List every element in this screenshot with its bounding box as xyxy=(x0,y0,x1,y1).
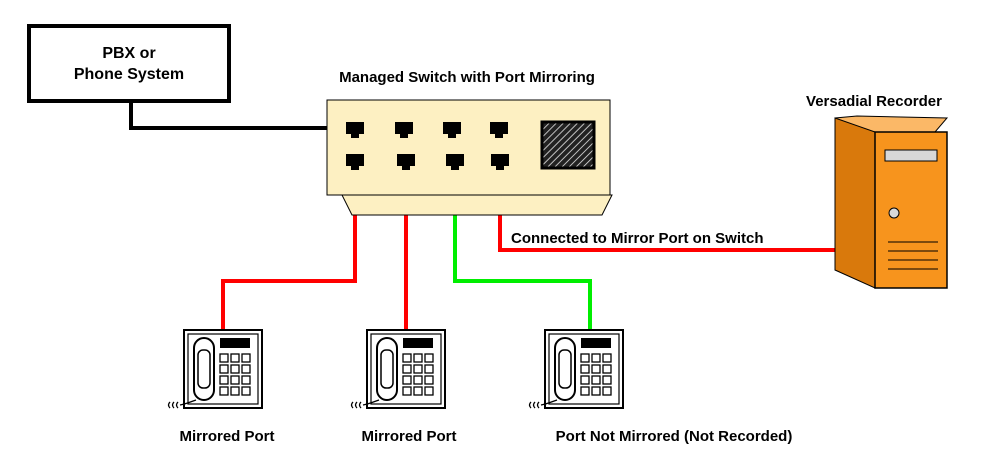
switch-uplink-module xyxy=(540,120,596,170)
phone-1: Mirrored Port xyxy=(167,329,275,445)
mirror-link-label: Connected to Mirror Port on Switch xyxy=(511,230,764,247)
pbx-cable xyxy=(129,100,355,130)
phone-1-label: Mirrored Port xyxy=(179,428,274,445)
phone-icon xyxy=(350,329,446,409)
recorder-drive-bay xyxy=(884,149,938,162)
pbx-label-line2: Phone System xyxy=(74,66,184,83)
pbx-label-line1: PBX or xyxy=(102,45,155,62)
recorder-side xyxy=(834,117,876,289)
recorder-vents xyxy=(888,241,938,270)
switch-title: Managed Switch with Port Mirroring xyxy=(339,69,595,86)
recorder-title: Versadial Recorder xyxy=(806,93,942,110)
phone-3: Port Not Mirrored (Not Recorded) xyxy=(528,329,793,445)
phone-1-cable xyxy=(221,168,357,330)
phone-3-cable xyxy=(453,168,592,330)
versadial-recorder: Versadial Recorder xyxy=(806,93,949,289)
pbx-box: PBX or Phone System xyxy=(27,24,231,103)
phone-3-label: Port Not Mirrored (Not Recorded) xyxy=(556,428,793,445)
managed-switch: Managed Switch with Port Mirroring xyxy=(326,69,613,216)
switch-base xyxy=(341,194,613,216)
phone-icon xyxy=(528,329,624,409)
phone-2-label: Mirrored Port xyxy=(361,428,456,445)
phone-icon xyxy=(167,329,263,409)
phone-2: Mirrored Port xyxy=(350,329,457,445)
recorder-power-button xyxy=(888,207,900,219)
